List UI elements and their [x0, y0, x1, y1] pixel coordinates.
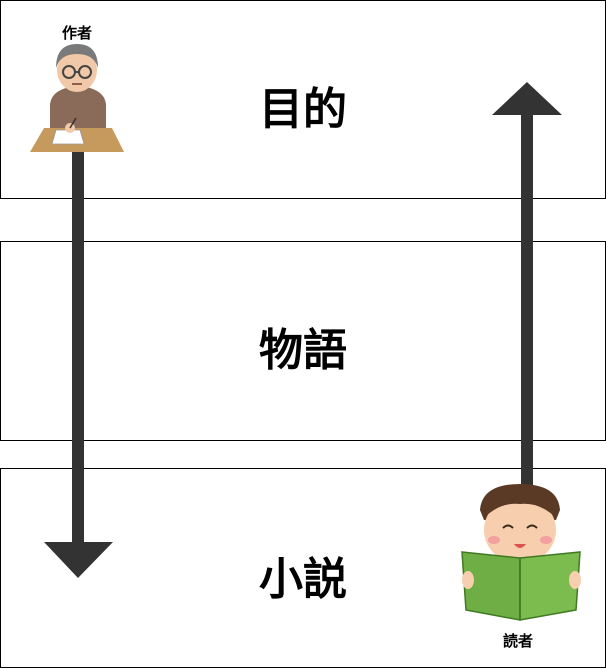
purpose-label: 目的 [259, 84, 347, 135]
story-box: 物語 [0, 241, 606, 441]
author-arrowhead [44, 542, 113, 578]
reader-label: 読者 [503, 632, 534, 650]
author-arrow [44, 140, 113, 578]
story-label: 物語 [259, 325, 347, 376]
novel-label: 小説 [259, 554, 347, 605]
reader-arrow-shaft [521, 112, 533, 497]
reader-arrow [492, 82, 562, 497]
reader-arrowhead [492, 82, 562, 115]
author-label: 作者 [62, 24, 93, 42]
reader-reading-book-icon [461, 484, 581, 621]
author-writing-icon [30, 44, 124, 152]
author-arrow-shaft [72, 140, 84, 545]
